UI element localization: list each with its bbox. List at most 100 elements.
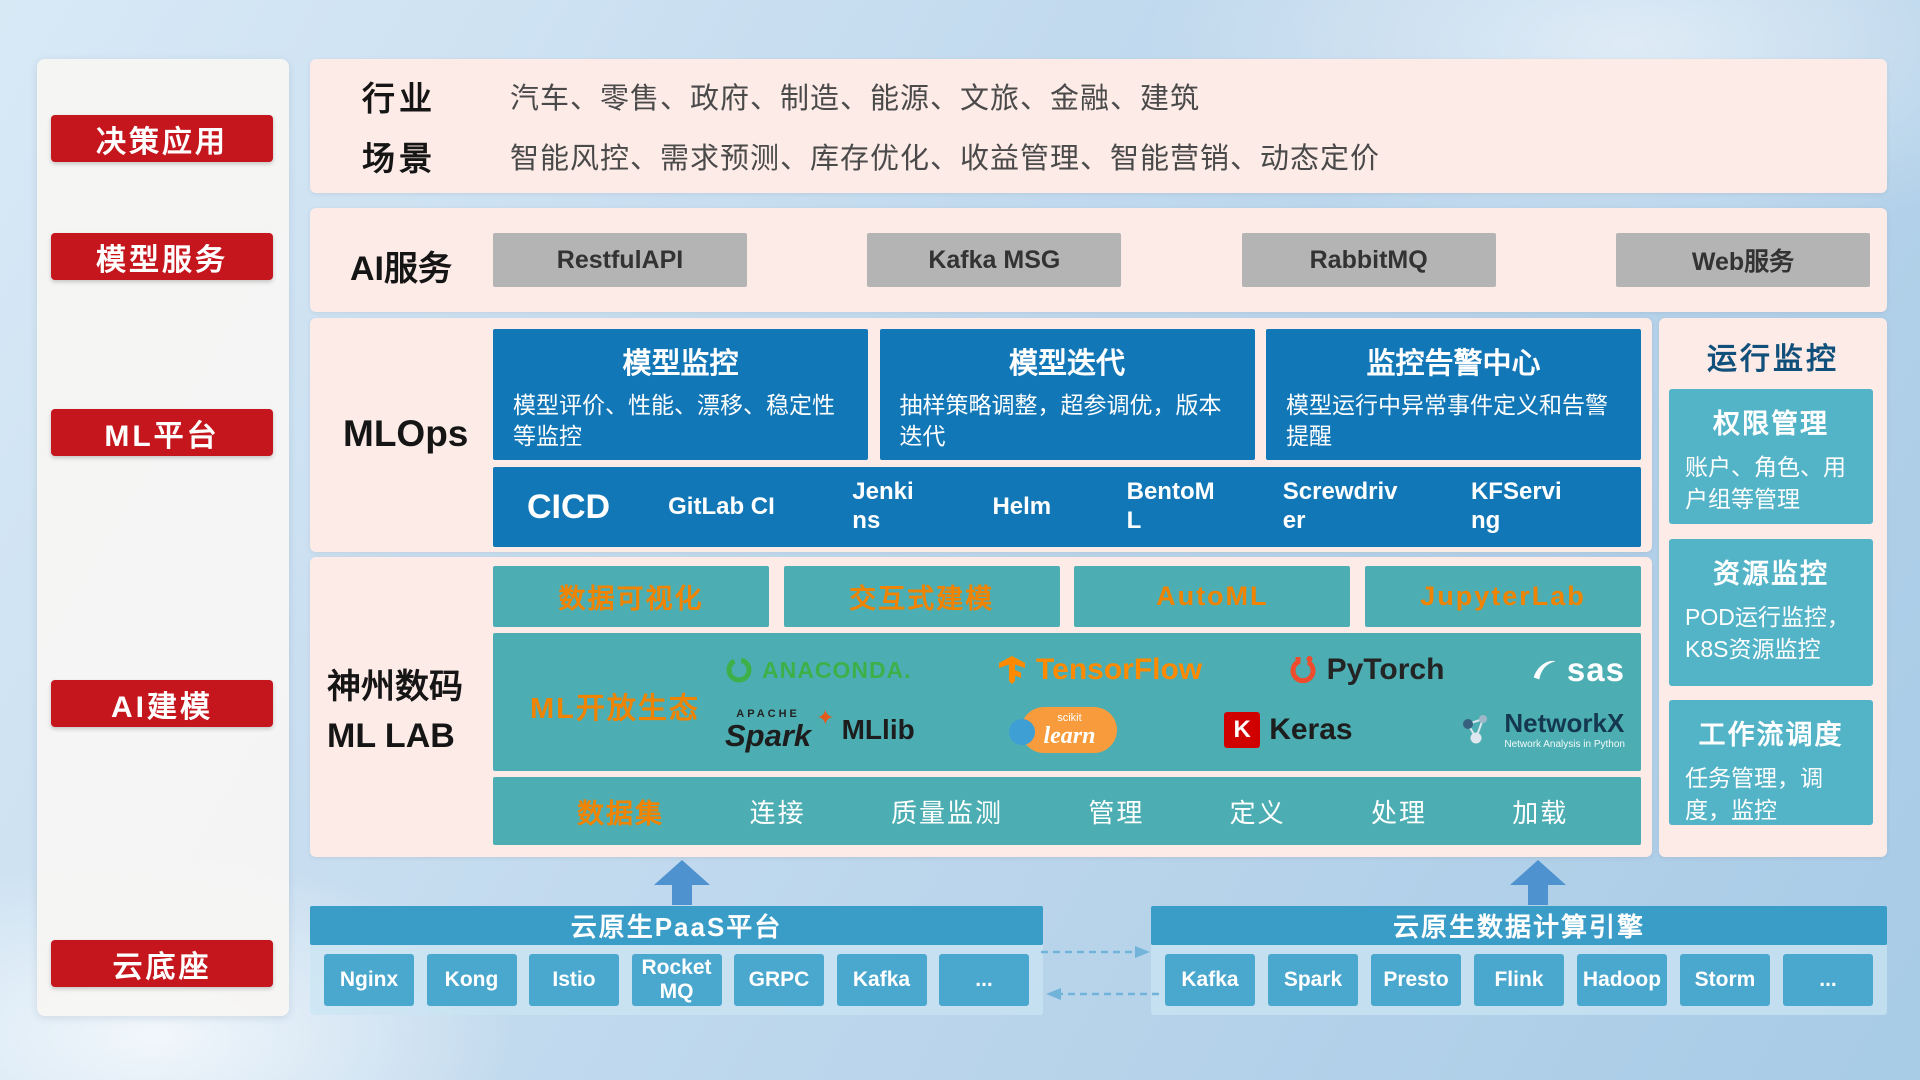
- networkx-label: NetworkX: [1504, 708, 1625, 739]
- networkx-wordmark: NetworkX Network Analysis in Python: [1504, 708, 1625, 751]
- dataset-quality: 质量监测: [890, 797, 1003, 828]
- ml-lab-panel: 神州数码 ML LAB 数据可视化 交互式建模 AutoML JupyterLa…: [310, 557, 1652, 857]
- data-engine-bar: 云原生数据计算引擎: [1151, 906, 1887, 945]
- category-decision-apps: 决策应用: [51, 115, 273, 162]
- tool-kfserving: KFServing: [1470, 478, 1562, 534]
- engine-component-strip: Kafka Spark Presto Flink Hadoop Storm ..…: [1151, 945, 1887, 1015]
- tool-jupyterlab: JupyterLab: [1364, 566, 1641, 627]
- tool-interactive-modeling: 交互式建模: [783, 566, 1060, 627]
- card-title: 资源监控: [1713, 559, 1829, 589]
- ml-lab-tool-row: 数据可视化 交互式建模 AutoML JupyterLab: [493, 566, 1641, 627]
- keras-logo-icon: K: [1224, 712, 1261, 748]
- keras-logo: K Keras: [1224, 712, 1353, 748]
- dataset-item-row: 连接 质量监测 管理 定义 处理 加载: [707, 793, 1611, 830]
- scikit-learn-label: learn: [1043, 722, 1096, 749]
- anaconda-logo: ANACONDA.: [725, 656, 912, 684]
- service-rabbitmq: RabbitMQ: [1241, 233, 1496, 287]
- scenario-list: 智能风控、需求预测、库存优化、收益管理、智能营销、动态定价: [510, 143, 1381, 176]
- paas-rocketmq: RocketMQ: [631, 954, 722, 1006]
- scikit-learn-logo: scikit learn: [1009, 707, 1118, 753]
- keras-label: Keras: [1269, 713, 1353, 746]
- card-title: 模型监控: [622, 348, 739, 380]
- card-title: 权限管理: [1713, 409, 1829, 439]
- industry-label: 行业: [362, 79, 436, 117]
- card-desc: 任务管理，调度，监控: [1685, 765, 1823, 824]
- tool-jenkins: Jenkins: [852, 478, 914, 534]
- service-restfulapi: RestfulAPI: [493, 233, 747, 287]
- tool-automl: AutoML: [1074, 566, 1351, 627]
- card-desc: 模型评价、性能、漂移、稳定性等监控: [513, 392, 835, 450]
- run-monitoring-panel: 运行监控 权限管理 账户、角色、用户组等管理 资源监控 POD运行监控，K8S资…: [1659, 318, 1887, 857]
- card-model-iteration: 模型迭代 抽样策略调整，超参调优，版本迭代: [879, 329, 1255, 460]
- ml-lab-label-line1: 神州数码: [327, 668, 463, 706]
- ai-service-label: AI服务: [350, 250, 452, 288]
- left-category-rail: 决策应用 模型服务 ML平台 AI建模 云底座: [37, 59, 289, 1016]
- ecosystem-logo-area: ANACONDA. TensorFlow PyTorch: [725, 633, 1625, 771]
- apache-spark-logo: APACHE Spark ✦ MLlib: [725, 705, 915, 752]
- tool-gitlab-ci: GitLab CI: [668, 492, 775, 520]
- paas-grpc: GRPC: [734, 954, 824, 1006]
- tool-helm: Helm: [992, 492, 1052, 520]
- card-resource-monitoring: 资源监控 POD运行监控，K8S资源监控: [1669, 539, 1873, 686]
- scenario-label: 场景: [362, 140, 436, 178]
- dataset-manage: 管理: [1088, 797, 1145, 828]
- up-arrow-engine: [1510, 860, 1566, 905]
- tensorflow-label: TensorFlow: [1036, 653, 1203, 686]
- paas-kafka: Kafka: [836, 954, 927, 1006]
- pytorch-logo: PyTorch: [1288, 653, 1445, 687]
- industry-list: 汽车、零售、政府、制造、能源、文旅、金融、建筑: [510, 82, 1201, 115]
- tool-data-visualization: 数据可视化: [493, 566, 769, 627]
- arrow-head-icon: [654, 860, 710, 885]
- category-cloud-base: 云底座: [51, 940, 273, 987]
- service-web: Web服务: [1615, 233, 1870, 287]
- paas-component-strip: Nginx Kong Istio RocketMQ GRPC Kafka ...: [310, 945, 1043, 1015]
- arrow-head-icon: [1510, 860, 1566, 885]
- anaconda-label: ANACONDA.: [762, 656, 912, 683]
- engine-presto: Presto: [1371, 954, 1461, 1006]
- card-workflow-scheduling: 工作流调度 任务管理，调度，监控: [1669, 700, 1873, 825]
- dataset-connect: 连接: [749, 797, 806, 828]
- ecosystem-label: ML开放生态: [530, 693, 700, 725]
- up-arrow-paas: [654, 860, 710, 905]
- scikit-top-label: scikit: [1057, 711, 1082, 724]
- scikit-learn-logo-icon: scikit learn: [1009, 707, 1118, 753]
- mllib-label: MLlib: [841, 714, 915, 745]
- card-desc: 账户、角色、用户组等管理: [1685, 454, 1846, 513]
- ml-lab-label-line2: ML LAB: [327, 717, 455, 756]
- engine-hadoop: Hadoop: [1577, 954, 1667, 1006]
- category-ai-modeling: AI建模: [51, 680, 273, 727]
- networkx-logo-icon: [1463, 714, 1488, 744]
- engine-flink: Flink: [1474, 954, 1564, 1006]
- mlops-panel: MLOps 模型监控 模型评价、性能、漂移、稳定性等监控 模型迭代 抽样策略调整…: [310, 318, 1652, 552]
- paas-kong: Kong: [426, 954, 517, 1006]
- card-title: 工作流调度: [1698, 720, 1844, 750]
- pytorch-label: PyTorch: [1326, 653, 1445, 686]
- spark-wordmark: APACHE Spark: [725, 709, 811, 752]
- card-alert-center: 监控告警中心 模型运行中异常事件定义和告警提醒: [1266, 329, 1641, 460]
- spark-star-icon: ✦: [816, 705, 835, 730]
- dataset-define: 定义: [1229, 797, 1286, 828]
- dataset-load: 加载: [1512, 797, 1569, 828]
- engine-kafka: Kafka: [1165, 954, 1255, 1006]
- paas-platform-bar: 云原生PaaS平台: [310, 906, 1043, 945]
- card-title: 监控告警中心: [1366, 348, 1541, 380]
- sas-label: sas: [1566, 651, 1625, 688]
- card-model-monitoring: 模型监控 模型评价、性能、漂移、稳定性等监控: [493, 329, 868, 460]
- paas-more: ...: [939, 954, 1029, 1006]
- paas-istio: Istio: [529, 954, 619, 1006]
- ai-service-panel: AI服务 RestfulAPI Kafka MSG RabbitMQ Web服务: [310, 208, 1887, 312]
- category-ml-platform: ML平台: [51, 409, 273, 456]
- ml-open-ecosystem-box: ML开放生态 ANACONDA. TensorFlow: [493, 633, 1641, 771]
- networkx-subtitle: Network Analysis in Python: [1504, 739, 1625, 751]
- cicd-tool-row: GitLab CI Jenkins Helm BentoML Screwdriv…: [668, 478, 1575, 536]
- card-permission-management: 权限管理 账户、角色、用户组等管理: [1669, 389, 1873, 524]
- engine-more: ...: [1783, 954, 1873, 1006]
- dataset-label: 数据集: [577, 798, 664, 829]
- pytorch-logo-icon: [1290, 656, 1316, 684]
- tool-screwdriver: Screwdriver: [1282, 478, 1398, 534]
- scenario-row: 场景 智能风控、需求预测、库存优化、收益管理、智能营销、动态定价: [310, 132, 1887, 180]
- card-desc: 抽样策略调整，超参调优，版本迭代: [899, 392, 1222, 450]
- scikit-dot-icon: [1009, 719, 1036, 745]
- category-model-service: 模型服务: [51, 233, 273, 280]
- ml-lab-label: 神州数码 ML LAB: [327, 663, 463, 762]
